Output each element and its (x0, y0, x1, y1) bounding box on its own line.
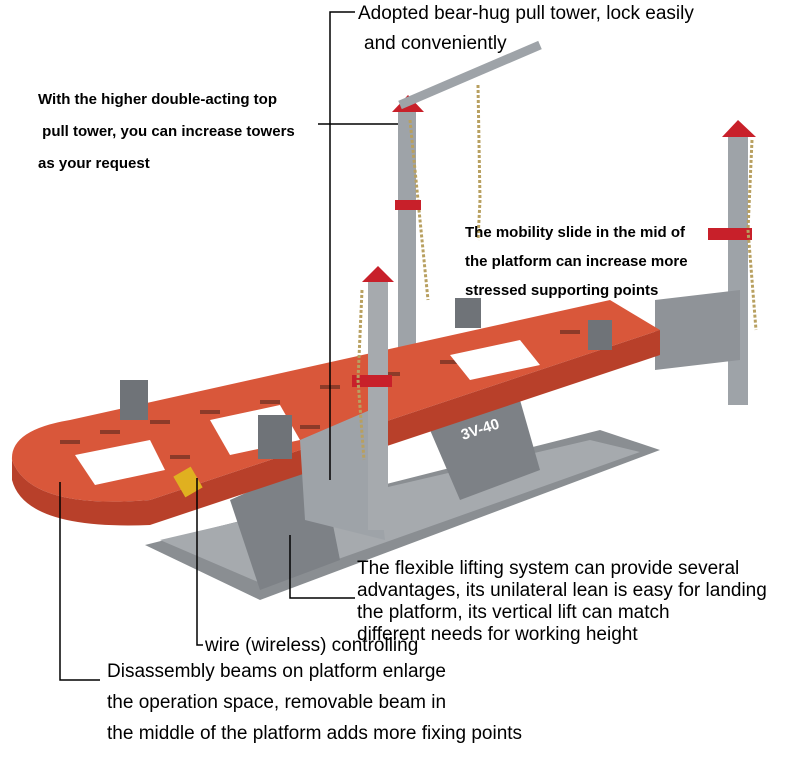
pull-tower-back-right (728, 135, 748, 405)
clamp (120, 380, 148, 420)
annotation-mobility-2: the platform can increase more (465, 253, 688, 270)
annotation-lifting-2: advantages, its unilateral lean is easy … (357, 580, 767, 601)
remote-controller (173, 466, 203, 498)
annotation-mobility-3: stressed supporting points (465, 282, 659, 299)
annotation-pull-tower-1: Adopted bear-hug pull tower, lock easily (358, 3, 694, 24)
annotation-lifting-4: different needs for working height (357, 624, 638, 645)
annotation-lifting-1: The flexible lifting system can provide … (357, 558, 740, 579)
annotation-top-tower-1: With the higher double-acting top (38, 91, 278, 108)
pull-tower-front (368, 280, 388, 530)
pull-tower-back-left (398, 110, 416, 370)
annotation-beams-1: Disassembly beams on platform enlarge (107, 661, 446, 682)
annotation-mobility-1: The mobility slide in the mid of (465, 224, 686, 241)
leader-lines (59, 11, 398, 681)
annotation-lifting-3: the platform, its vertical lift can matc… (357, 602, 670, 623)
annotation-controlling: wire (wireless) controlling (205, 635, 419, 656)
annotation-beams-3: the middle of the platform adds more fix… (107, 723, 523, 744)
annotation-top-tower-3: as your request (38, 155, 150, 172)
annotation-top-tower-2: pull tower, you can increase towers (38, 123, 295, 140)
annotation-beams-2: the operation space, removable beam in (107, 692, 447, 713)
annotation-pull-tower-2: and conveniently (364, 33, 507, 54)
